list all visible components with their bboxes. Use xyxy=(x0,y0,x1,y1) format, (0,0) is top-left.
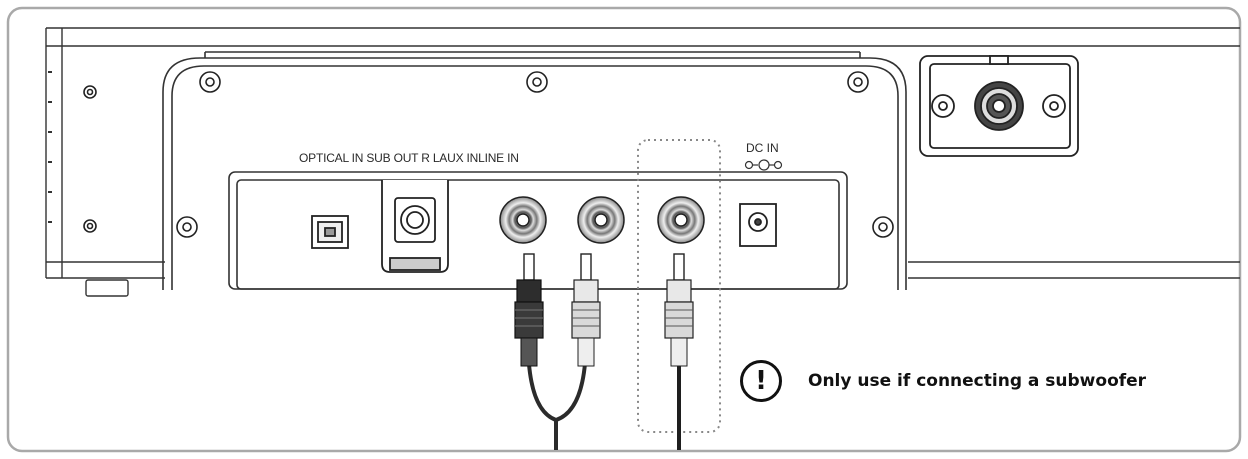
optical-in-port xyxy=(311,215,349,249)
subwoofer-notice: ! Only use if connecting a subwoofer xyxy=(740,360,1146,402)
aux-r-jack xyxy=(499,196,547,244)
screw-icon xyxy=(83,71,894,238)
wall-mount-socket xyxy=(919,55,1079,157)
side-vents xyxy=(48,71,52,223)
aux-l-jack xyxy=(577,196,625,244)
dc-in-label: DC IN xyxy=(746,141,779,155)
exclamation-icon: ! xyxy=(740,360,782,402)
dc-in-port xyxy=(739,203,777,247)
sub-out-port xyxy=(381,180,449,273)
notice-text: Only use if connecting a subwoofer xyxy=(808,371,1147,391)
soundbar-body xyxy=(45,27,1240,297)
dc-polarity-icon xyxy=(744,159,783,171)
subwoofer-cable xyxy=(664,253,694,450)
rca-cable-pair xyxy=(514,253,601,450)
port-labels: OPTICAL IN SUB OUT R LAUX INLINE IN xyxy=(299,151,519,165)
connector-recess xyxy=(162,51,907,290)
line-in-jack xyxy=(657,196,705,244)
